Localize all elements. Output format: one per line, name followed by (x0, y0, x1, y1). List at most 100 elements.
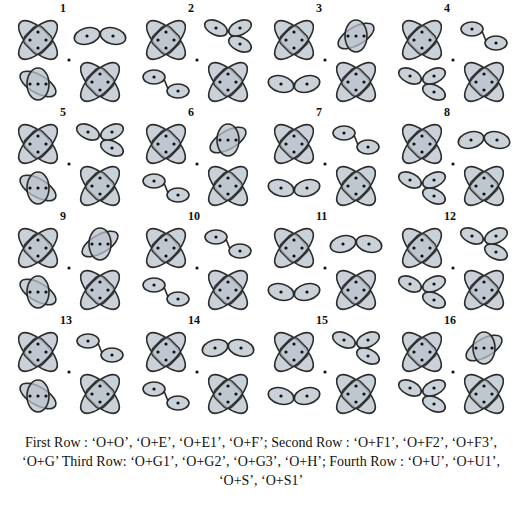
kolam-dot (292, 342, 295, 345)
kolam-dot (408, 178, 411, 181)
kolam-dot (451, 162, 454, 165)
kolam-dot (412, 38, 415, 41)
o-loop (397, 327, 448, 378)
figure-loop (167, 292, 189, 306)
kolam-dot (354, 192, 357, 195)
figure-loop (292, 177, 321, 199)
o-loop (149, 231, 183, 265)
o-loop (21, 23, 55, 57)
kolam-dot (495, 138, 498, 141)
figure-loop (167, 84, 189, 98)
kolam-dot (474, 288, 477, 291)
o-loop (459, 57, 510, 108)
kolam-illustration (0, 0, 522, 430)
o-loop (331, 265, 382, 316)
kolam-dot (284, 246, 287, 249)
o-loop (331, 369, 382, 420)
kolam-dot (432, 282, 435, 285)
o-loop (149, 23, 183, 57)
o-loop (397, 119, 448, 170)
figure-loop (98, 121, 126, 144)
kolam-dot (239, 346, 242, 349)
kolam-dot (110, 130, 113, 133)
kolam-dot (28, 142, 31, 145)
figure-link (164, 79, 168, 89)
kolam-dot (420, 358, 423, 361)
kolam-dot (362, 288, 365, 291)
kolam-dot (451, 58, 454, 61)
kolam-dot (432, 90, 435, 93)
kolam-dot (412, 246, 415, 249)
kolam-dot (292, 46, 295, 49)
figure-loop (266, 385, 295, 407)
kolam-dot (362, 80, 365, 83)
kolam-dot (226, 296, 229, 299)
kolam-dot (292, 254, 295, 257)
kolam-dot (292, 134, 295, 137)
o-loop (83, 169, 117, 203)
o-loop (397, 119, 448, 170)
kolam-dot (354, 280, 357, 283)
o-loop (203, 369, 254, 420)
kolam-dot (98, 400, 101, 403)
kolam-dot (226, 280, 229, 283)
figure-loop (98, 25, 127, 47)
kolam-dot (98, 192, 101, 195)
o-loop (75, 57, 126, 108)
o-loop (203, 265, 254, 316)
figure-loop (396, 273, 424, 296)
figure-loop (200, 337, 229, 359)
o-loop (141, 327, 192, 378)
kolam-dot (36, 342, 39, 345)
o-loop (83, 377, 117, 411)
figure-loop (485, 36, 507, 50)
kolam-dot (366, 338, 369, 341)
o-loop (75, 57, 126, 108)
kolam-dot (284, 38, 287, 41)
panel-number: 2 (188, 2, 194, 14)
figure-link (164, 287, 168, 297)
kolam-dot (28, 186, 31, 189)
panel-number: 5 (60, 106, 66, 118)
figure-loop (420, 65, 448, 88)
figure-loop (354, 329, 382, 352)
figure-loop (357, 140, 379, 154)
kolam-dot (234, 138, 237, 141)
figure-loop (396, 377, 424, 400)
figure-loop (143, 70, 165, 84)
kolam-dot (226, 192, 229, 195)
figure-loop (202, 17, 230, 40)
kolam-dot (346, 392, 349, 395)
o-loop (277, 335, 311, 369)
kolam-dot (195, 58, 198, 61)
o-loop (467, 273, 501, 307)
kolam-dot (428, 38, 431, 41)
o-loop (331, 57, 382, 108)
kolam-dot (44, 394, 47, 397)
o-loop (211, 273, 245, 307)
panel-number: 16 (444, 314, 456, 326)
panel-number: 12 (444, 210, 456, 222)
kolam-dot (428, 246, 431, 249)
kolam-dot (106, 242, 109, 245)
kolam-dot (354, 384, 357, 387)
figure-loop (143, 278, 165, 292)
kolam-dot (428, 350, 431, 353)
figure-loop (27, 380, 49, 412)
figure-loop (16, 170, 60, 206)
o-loop (277, 231, 311, 265)
figure-loop (72, 25, 101, 47)
kolam-dot (305, 290, 308, 293)
figure-loop (292, 73, 321, 95)
kolam-dot (152, 387, 155, 390)
figure-loop (89, 228, 111, 260)
panel-number: 6 (188, 106, 194, 118)
kolam-dot (214, 26, 217, 29)
o-loop (397, 223, 448, 274)
kolam-dot (292, 150, 295, 153)
figure-loop (292, 281, 321, 303)
kolam-dot (284, 350, 287, 353)
figure-loop (473, 332, 495, 364)
o-loop (459, 161, 510, 212)
kolam-dot (67, 162, 70, 165)
